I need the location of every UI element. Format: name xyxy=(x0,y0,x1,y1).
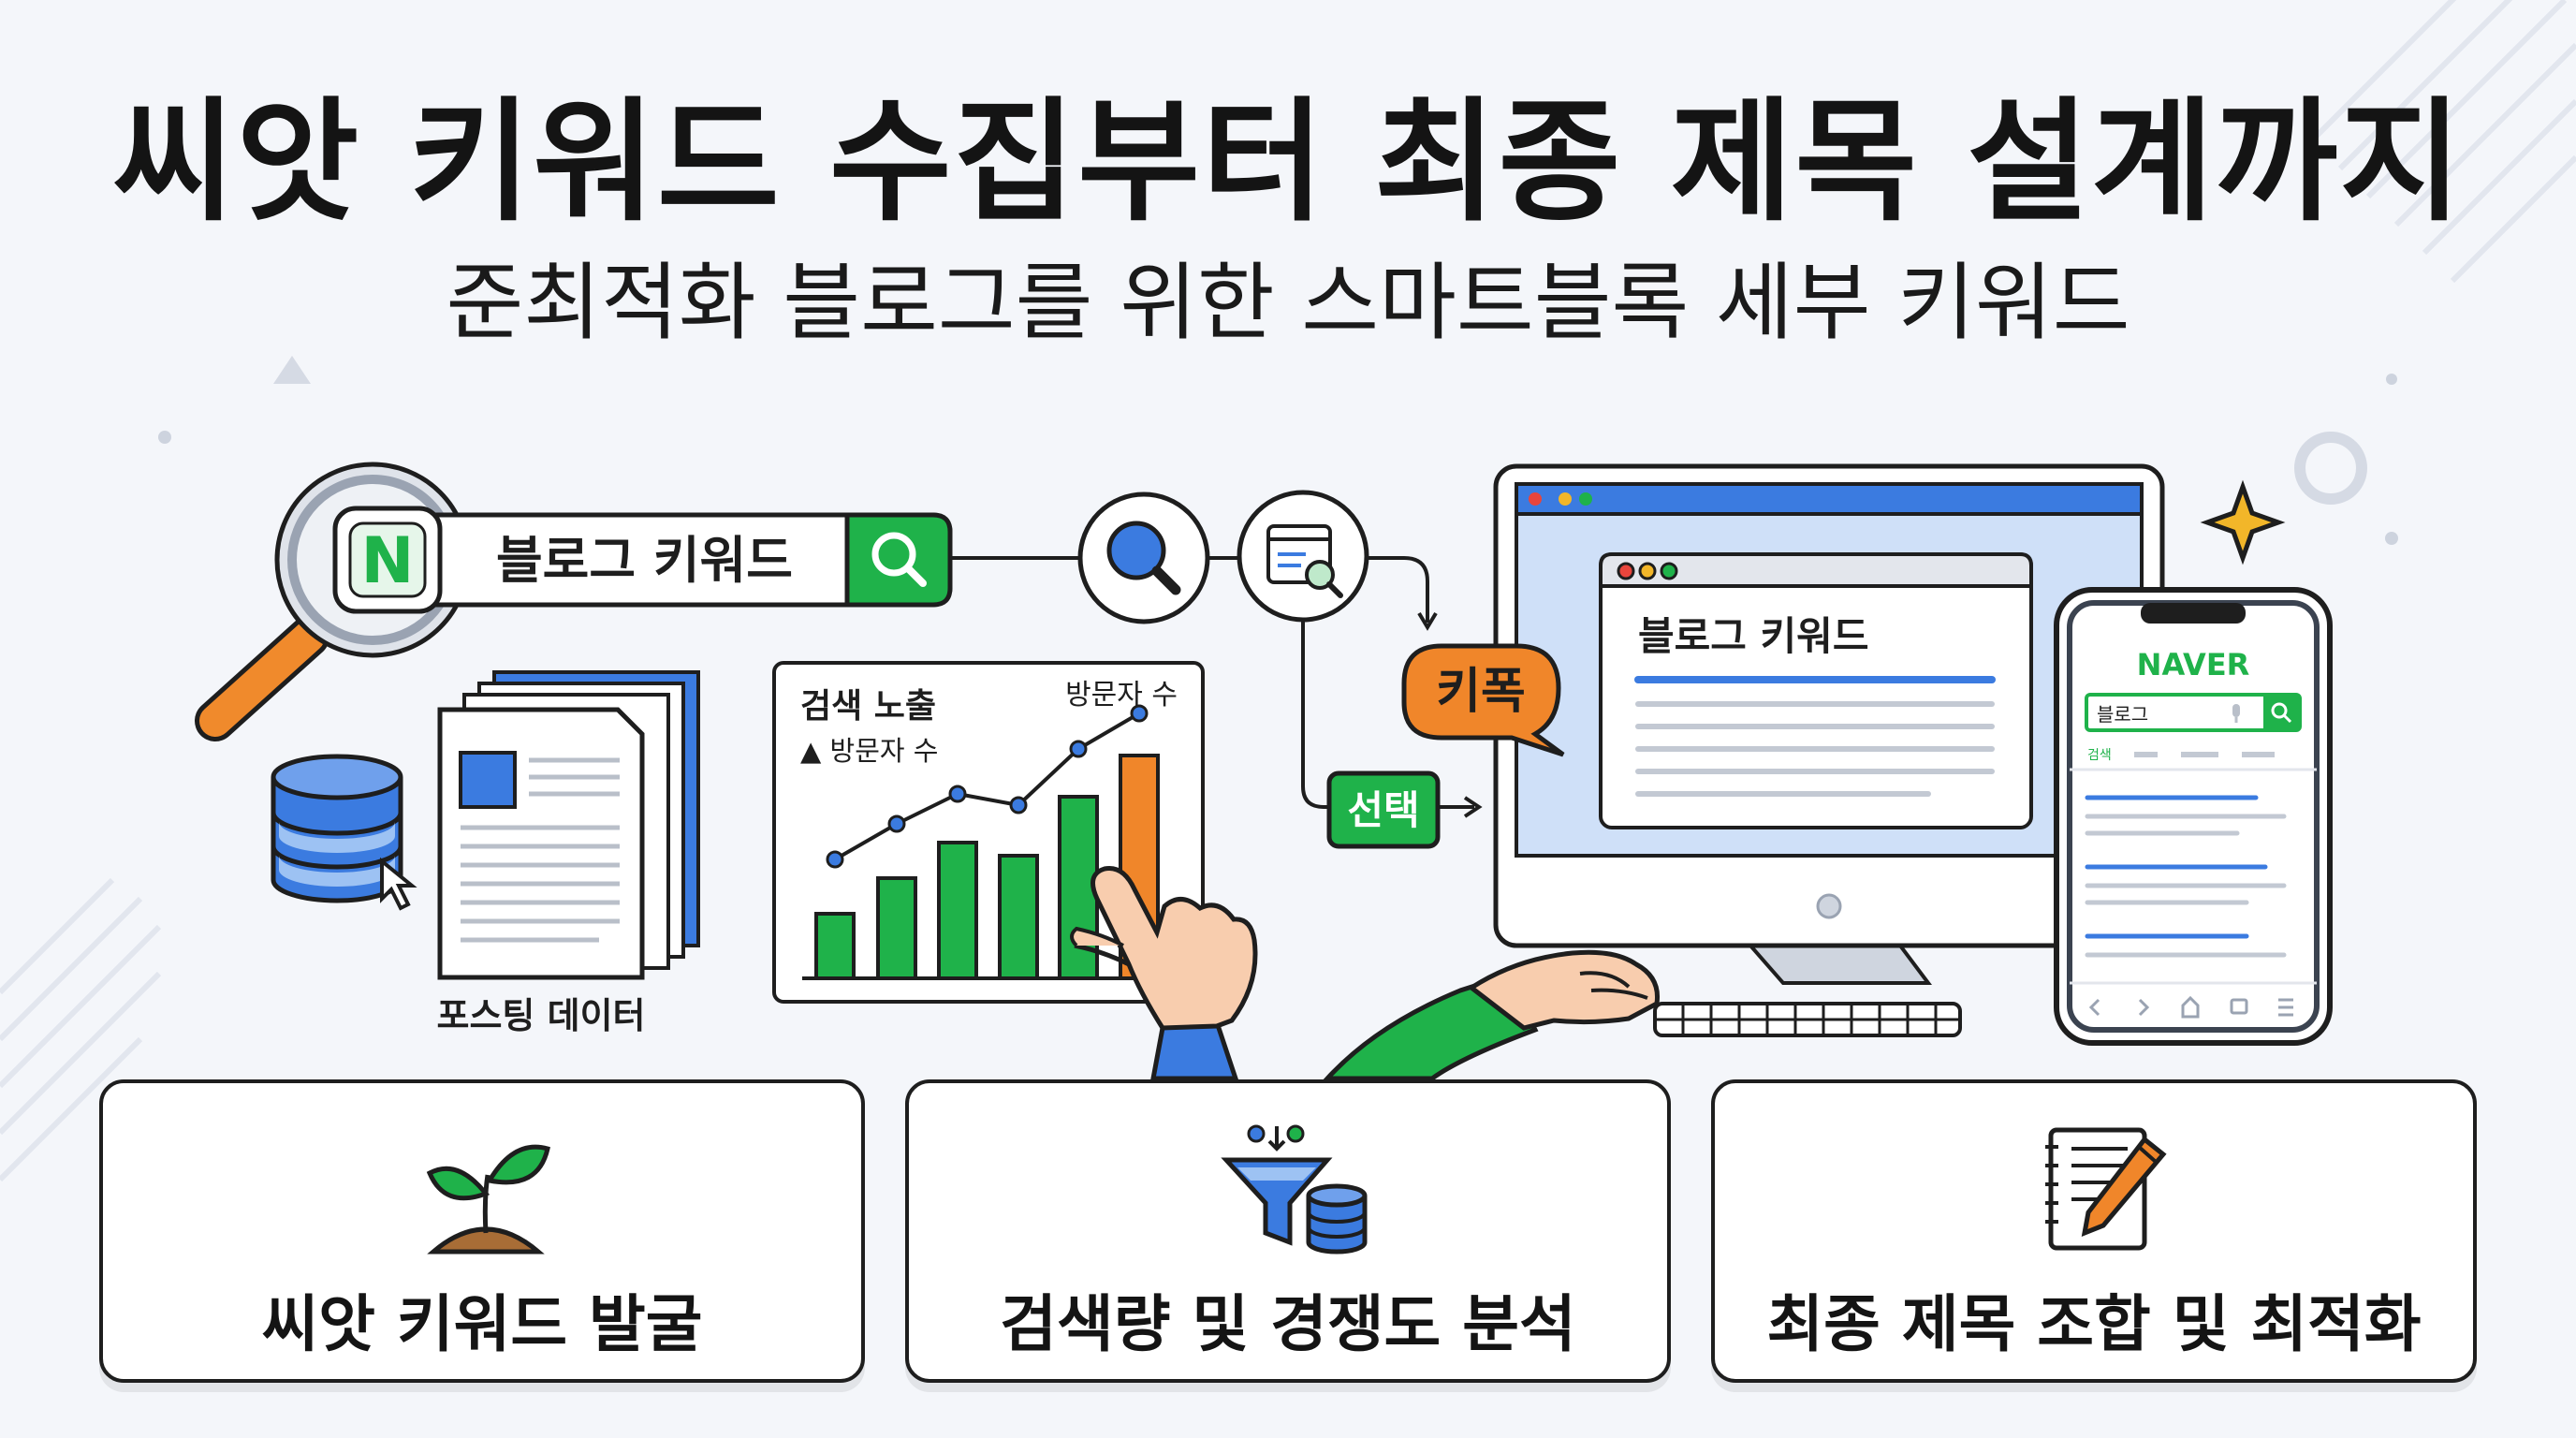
search-node xyxy=(1077,492,1210,624)
search-query-text: 블로그 키워드 xyxy=(496,531,793,590)
select-button[interactable]: 선택 xyxy=(1326,770,1441,849)
search-icon xyxy=(2271,702,2292,724)
exposure-label: 검색 노출 xyxy=(800,687,936,726)
step-card-label: 검색량 및 경쟁도 분석 xyxy=(1000,1288,1576,1360)
browser-window xyxy=(1599,552,2033,829)
phone-notch xyxy=(2141,603,2246,624)
home-icon[interactable] xyxy=(2181,995,2200,1019)
trend-points xyxy=(826,704,1149,869)
visitors-trend-line xyxy=(834,712,1141,861)
visitors-label: 방문자 수 xyxy=(1065,679,1178,712)
magnifier-small-icon xyxy=(1106,521,1181,595)
mic-icon xyxy=(2232,704,2240,723)
document-stack-icon xyxy=(437,670,700,980)
step-card-title-optimization: 최종 제목 조합 및 최적화 xyxy=(1711,1079,2477,1383)
dot-decor xyxy=(2386,374,2397,385)
step-card-seed-keyword: 씨앗 키워드 발굴 xyxy=(99,1079,865,1383)
naver-brand: NAVER xyxy=(2137,647,2250,682)
ring-decor xyxy=(2294,432,2367,505)
tabs-icon[interactable] xyxy=(2230,998,2248,1015)
right-hand-typing xyxy=(1322,949,1661,1081)
chart-bar xyxy=(876,876,917,980)
phone-tab-search[interactable]: 검색 xyxy=(2087,748,2112,763)
dot-decor xyxy=(2385,532,2398,545)
keyboard xyxy=(1653,1002,1962,1037)
phone-search-query: 블로그 xyxy=(2097,703,2148,726)
monitor-power-dot xyxy=(1816,893,1842,919)
diagonal-stripes-left xyxy=(0,877,162,1182)
diagonal-stripes-top-right xyxy=(2309,0,2576,284)
browser-search-icon xyxy=(1266,524,1343,598)
phone-search-button[interactable] xyxy=(2263,695,2300,730)
forward-icon[interactable] xyxy=(2138,998,2150,1017)
select-label: 선택 xyxy=(1347,787,1419,833)
flow-connectors xyxy=(950,556,1483,818)
sparkle-icon xyxy=(2200,479,2286,565)
browser-window-title: 블로그 키워드 xyxy=(1638,613,1868,659)
search-button[interactable] xyxy=(844,512,953,608)
step-card-label: 최종 제목 조합 및 최적화 xyxy=(1766,1288,2422,1360)
phone-nav-bar xyxy=(2088,995,2293,1019)
notepad-pencil-icon xyxy=(2045,1127,2167,1251)
desktop-monitor: 블로그 키워드 xyxy=(1493,463,2165,985)
naver-logo-letter: N xyxy=(361,524,415,598)
naver-search-bar[interactable]: N 블로그 키워드 xyxy=(332,506,953,614)
chart-bar xyxy=(937,841,978,980)
database-icon xyxy=(271,754,417,911)
chart-bar xyxy=(998,854,1039,980)
page-subtitle: 준최적화 블로그를 위한 스마트블록 세부 키워드 xyxy=(446,254,2130,352)
page-title: 씨앗 키워드 수집부터 최종 제목 설계까지 xyxy=(111,85,2465,240)
step-card-volume-analysis: 검색량 및 경쟁도 분석 xyxy=(905,1079,1671,1383)
back-icon[interactable] xyxy=(2088,998,2100,1017)
smartphone: NAVER 블로그 검색 xyxy=(2054,587,2333,1046)
browser-search-node xyxy=(1237,490,1369,623)
chart-bar xyxy=(814,912,856,980)
bubble-label: 키폭 xyxy=(1436,664,1526,720)
funnel-database-icon xyxy=(1221,1124,1368,1255)
visitors-up-label: ▲ 방문자 수 xyxy=(800,735,938,767)
analytics-chart-panel: 검색 노출 ▲ 방문자 수 방문자 수 xyxy=(772,661,1205,1004)
monitor-stand xyxy=(1746,944,1932,985)
sprout-icon xyxy=(426,1144,550,1255)
search-icon xyxy=(871,532,927,587)
step-card-label: 씨앗 키워드 발굴 xyxy=(261,1288,703,1360)
keyword-speech-bubble: 키폭 xyxy=(1401,643,1565,757)
cursor-icon xyxy=(380,857,417,911)
triangle-decor xyxy=(273,356,311,384)
left-hand-pointing xyxy=(1070,865,1258,1081)
posting-data-label: 포스팅 데이터 xyxy=(437,995,646,1036)
dot-decor xyxy=(158,431,171,444)
